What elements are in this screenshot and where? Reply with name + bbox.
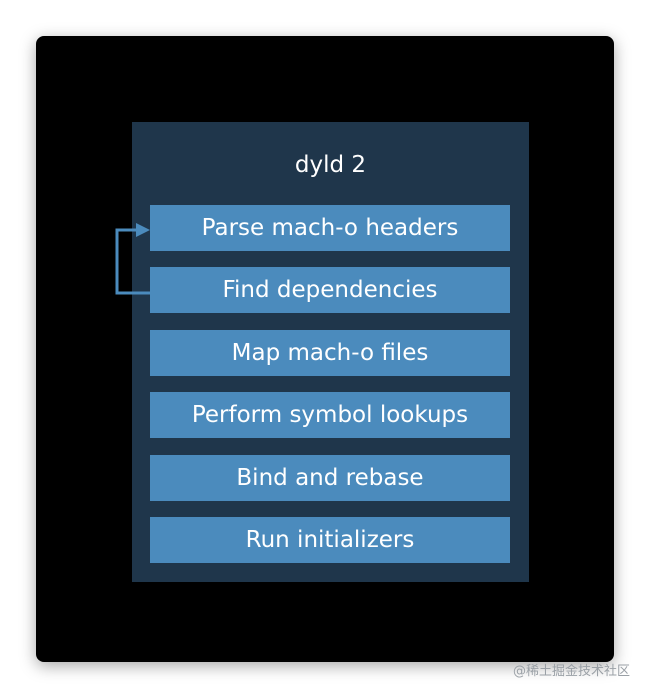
watermark: @稀土掘金技术社区 bbox=[512, 664, 630, 679]
step-run-initializers: Run initializers bbox=[150, 517, 510, 563]
step-parse-mach-o-headers: Parse mach-o headers bbox=[150, 205, 510, 251]
step-perform-symbol-lookups: Perform symbol lookups bbox=[150, 392, 510, 438]
step-map-mach-o-files: Map mach-o files bbox=[150, 330, 510, 376]
step-find-dependencies: Find dependencies bbox=[150, 267, 510, 313]
diagram-title: dyld 2 bbox=[294, 152, 367, 178]
step-bind-and-rebase: Bind and rebase bbox=[150, 455, 510, 501]
